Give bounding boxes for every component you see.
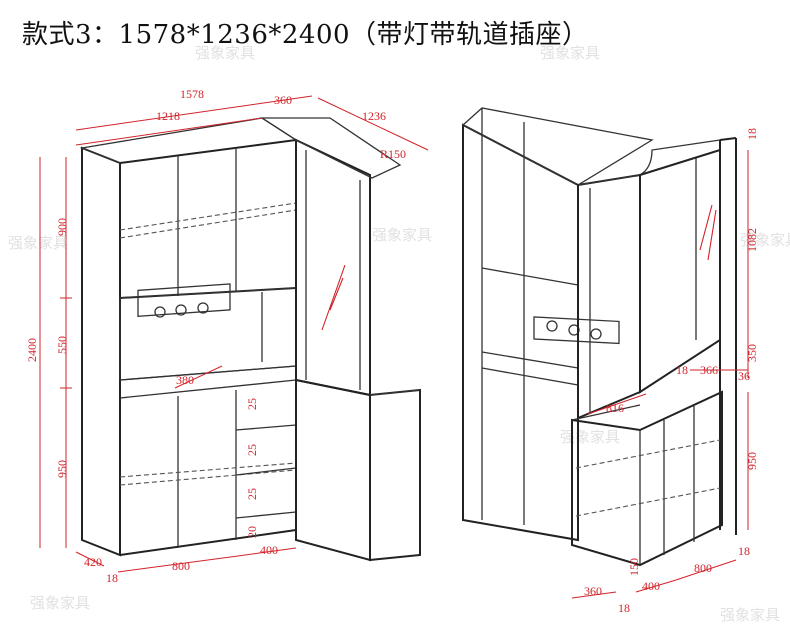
dim-400-left: 400 [260, 543, 278, 557]
socket-icon-3 [197, 302, 209, 314]
watermark-6: 强象家具 [720, 606, 780, 624]
left-cabinet [79, 117, 421, 562]
glass-tower [577, 173, 641, 420]
watermark-8: 强象家具 [540, 44, 600, 62]
watermark-5: 强象家具 [30, 594, 90, 612]
dim-36: 36 [738, 369, 750, 383]
dim-18-top: 18 [745, 128, 759, 140]
socket-rail [137, 283, 231, 318]
dim-25-c: 25 [245, 488, 259, 500]
socket-icon-1 [154, 306, 166, 318]
dim-950: 950 [55, 460, 69, 478]
dim-20: 20 [245, 526, 259, 538]
dim-420: 420 [84, 555, 102, 569]
watermark-4: 强象家具 [560, 428, 620, 446]
dim-350: 350 [745, 344, 759, 362]
dim-360: 360 [274, 93, 292, 107]
page-title: 款式3：1578*1236*2400（带灯带轨道插座） [22, 20, 589, 50]
dim-25-a: 25 [245, 398, 259, 410]
dim-800-left: 800 [172, 559, 190, 573]
watermark-3: 强象家具 [740, 231, 790, 249]
socket-rail-right [533, 316, 620, 345]
dim-r150: R150 [380, 147, 406, 161]
dim-1578: 1578 [180, 87, 204, 101]
dim-550: 550 [55, 336, 69, 354]
dim-18-left: 18 [106, 571, 118, 585]
socket-icon-2 [175, 304, 187, 316]
socket-icon-6 [590, 328, 602, 340]
dim-18-mid: 18 [676, 363, 688, 377]
dim-18-bottom: 18 [738, 544, 750, 558]
watermark-7: 强象家具 [195, 44, 255, 62]
dim-1218: 1218 [156, 109, 180, 123]
dim-25-b: 25 [245, 444, 259, 456]
left-dimensions: 1578 1218 360 1236 R150 2400 900 550 950… [25, 87, 429, 585]
dim-900: 900 [55, 218, 69, 236]
left-side-panel [81, 146, 121, 557]
dim-800-right: 800 [694, 561, 712, 575]
dim-1082: 1082 [745, 228, 759, 252]
glass-reflection [321, 264, 346, 331]
glass-door-frame [295, 138, 371, 397]
dim-380: 380 [176, 373, 194, 387]
right-cabinet [461, 107, 737, 567]
dim-816: 816 [606, 401, 624, 415]
socket-icon-4 [546, 320, 558, 332]
watermark-2: 强象家具 [372, 226, 432, 244]
dim-400-right: 400 [642, 579, 660, 593]
dim-360-right: 360 [584, 584, 602, 598]
dim-1236: 1236 [362, 109, 386, 123]
dim-950-right: 950 [745, 452, 759, 470]
watermarks: 强象家具 强象家具 强象家具 强象家具 强象家具 强象家具 强象家具 强象家具 [8, 44, 790, 624]
dim-150: 150 [627, 558, 641, 576]
right-dimensions: 18 1082 350 18 366 36 816 950 18 150 360… [571, 128, 759, 615]
dim-2400: 2400 [25, 338, 39, 362]
watermark-1: 强象家具 [8, 234, 68, 252]
dim-18-base: 18 [618, 601, 630, 615]
